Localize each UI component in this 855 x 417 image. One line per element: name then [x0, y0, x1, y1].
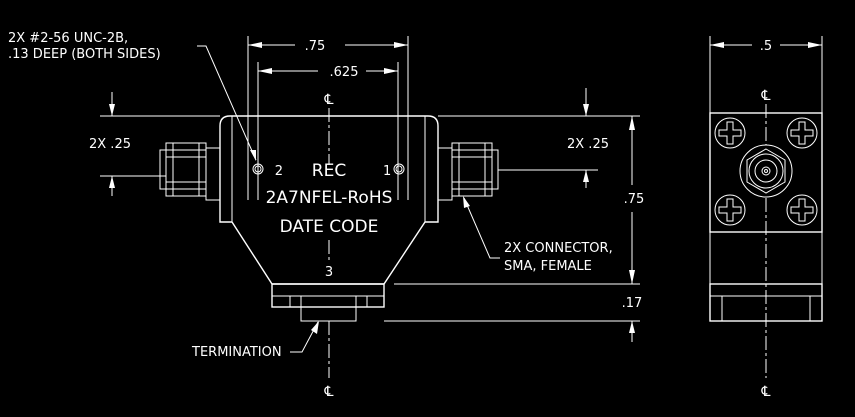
note-termination: TERMINATION [191, 345, 282, 360]
sma-connector-right [437, 142, 499, 201]
side-connector-face [739, 144, 793, 198]
centerline-symbol-bottom: ℄ [324, 384, 334, 400]
body-marking-line3: DATE CODE [280, 217, 379, 237]
side-centerline-symbol-bottom: ℄ [761, 384, 771, 400]
mounting-hole-1 [393, 163, 405, 175]
note-holes-line2: .13 DEEP (BOTH SIDES) [8, 47, 161, 62]
note-connector-line2: SMA, FEMALE [504, 259, 592, 274]
mounting-hole-2 [252, 163, 264, 175]
dim-body-height: .75 [624, 192, 645, 207]
body-marking-line1: REC [312, 161, 346, 181]
centerline-symbol-top: ℄ [324, 92, 334, 108]
port-2-label: 2 [275, 164, 283, 179]
dim-connector-right: 2X .25 [567, 137, 609, 152]
note-holes-line1: 2X #2-56 UNC-2B, [8, 31, 128, 46]
dim-side-width: .5 [760, 39, 772, 54]
screw-top-left-icon [714, 117, 746, 149]
dim-overall-width: .75 [305, 39, 326, 54]
note-connector-line1: 2X CONNECTOR, [504, 241, 613, 256]
front-dimensions: .75 .625 2X .25 2X .25 .75 [89, 36, 644, 342]
dim-connector-left: 2X .25 [89, 137, 131, 152]
sma-connector-left [159, 142, 221, 201]
termination-block [271, 283, 385, 322]
dim-termination-height: .17 [622, 296, 643, 311]
callouts: 2X #2-56 UNC-2B, .13 DEEP (BOTH SIDES) 2… [8, 31, 613, 360]
side-view: ℄ ℄ .5 [709, 36, 823, 400]
screw-bottom-right-icon [786, 194, 818, 226]
body-marking-line2: 2A7NFEL-RoHS [266, 188, 393, 208]
dim-hole-spacing: .625 [330, 65, 359, 80]
port-3-label: 3 [325, 265, 333, 280]
port-1-label: 1 [383, 164, 391, 179]
screw-bottom-left-icon [714, 194, 746, 226]
side-centerline-symbol-top: ℄ [761, 88, 771, 104]
screw-top-right-icon [786, 117, 818, 149]
front-view: REC 2A7NFEL-RoHS DATE CODE 2 1 3 ℄ ℄ [159, 92, 499, 400]
